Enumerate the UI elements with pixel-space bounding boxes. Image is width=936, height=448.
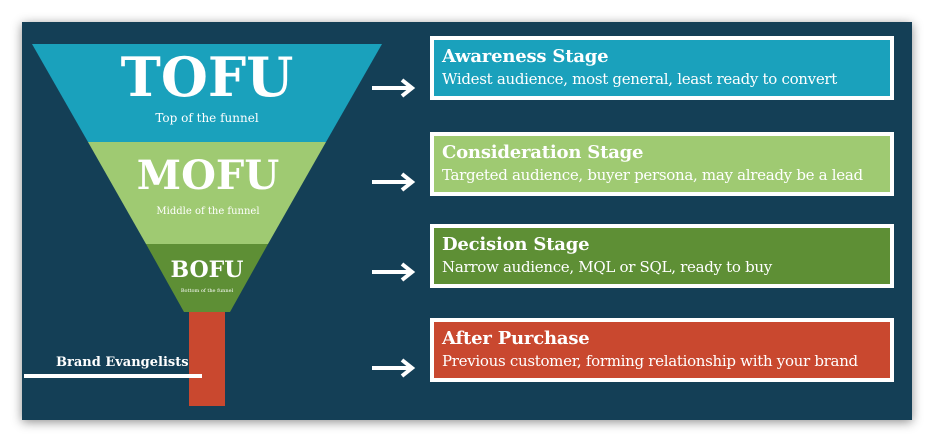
stage-title: Decision Stage <box>442 234 590 255</box>
arrow-right-icon <box>372 172 416 192</box>
bofu-sublabel: Bottom of the funnel <box>181 288 234 294</box>
tofu-sublabel: Top of the funnel <box>155 111 258 125</box>
arrow-right-icon <box>372 358 416 378</box>
arrow-right-icon <box>372 262 416 282</box>
decision-stage-box: Decision Stage Narrow audience, MQL or S… <box>430 224 894 288</box>
stage-description: Narrow audience, MQL or SQL, ready to bu… <box>442 258 772 276</box>
stage-description: Targeted audience, buyer persona, may al… <box>442 166 863 184</box>
brand-evangelists-label: Brand Evangelists <box>56 355 189 370</box>
stage-title: After Purchase <box>442 328 590 349</box>
mofu-band <box>88 142 326 244</box>
stage-description: Previous customer, forming relationship … <box>442 352 858 370</box>
tofu-label: TOFU <box>121 45 294 109</box>
funnel-graphic: TOFU Top of the funnel MOFU Middle of th… <box>32 44 382 406</box>
mofu-sublabel: Middle of the funnel <box>156 206 259 217</box>
funnel-diagram-frame: TOFU Top of the funnel MOFU Middle of th… <box>22 22 912 420</box>
consideration-stage-box: Consideration Stage Targeted audience, b… <box>430 132 894 196</box>
stage-description: Widest audience, most general, least rea… <box>442 70 838 88</box>
stage-title: Consideration Stage <box>442 142 644 163</box>
brand-underline <box>24 374 202 378</box>
tofu-band <box>32 44 382 142</box>
after-purchase-stage-box: After Purchase Previous customer, formin… <box>430 318 894 382</box>
bofu-band <box>146 244 268 312</box>
bofu-label: BOFU <box>171 257 244 283</box>
funnel-stem <box>189 312 225 406</box>
stage-title: Awareness Stage <box>442 46 609 67</box>
mofu-label: MOFU <box>137 152 279 199</box>
arrow-right-icon <box>372 78 416 98</box>
awareness-stage-box: Awareness Stage Widest audience, most ge… <box>430 36 894 100</box>
